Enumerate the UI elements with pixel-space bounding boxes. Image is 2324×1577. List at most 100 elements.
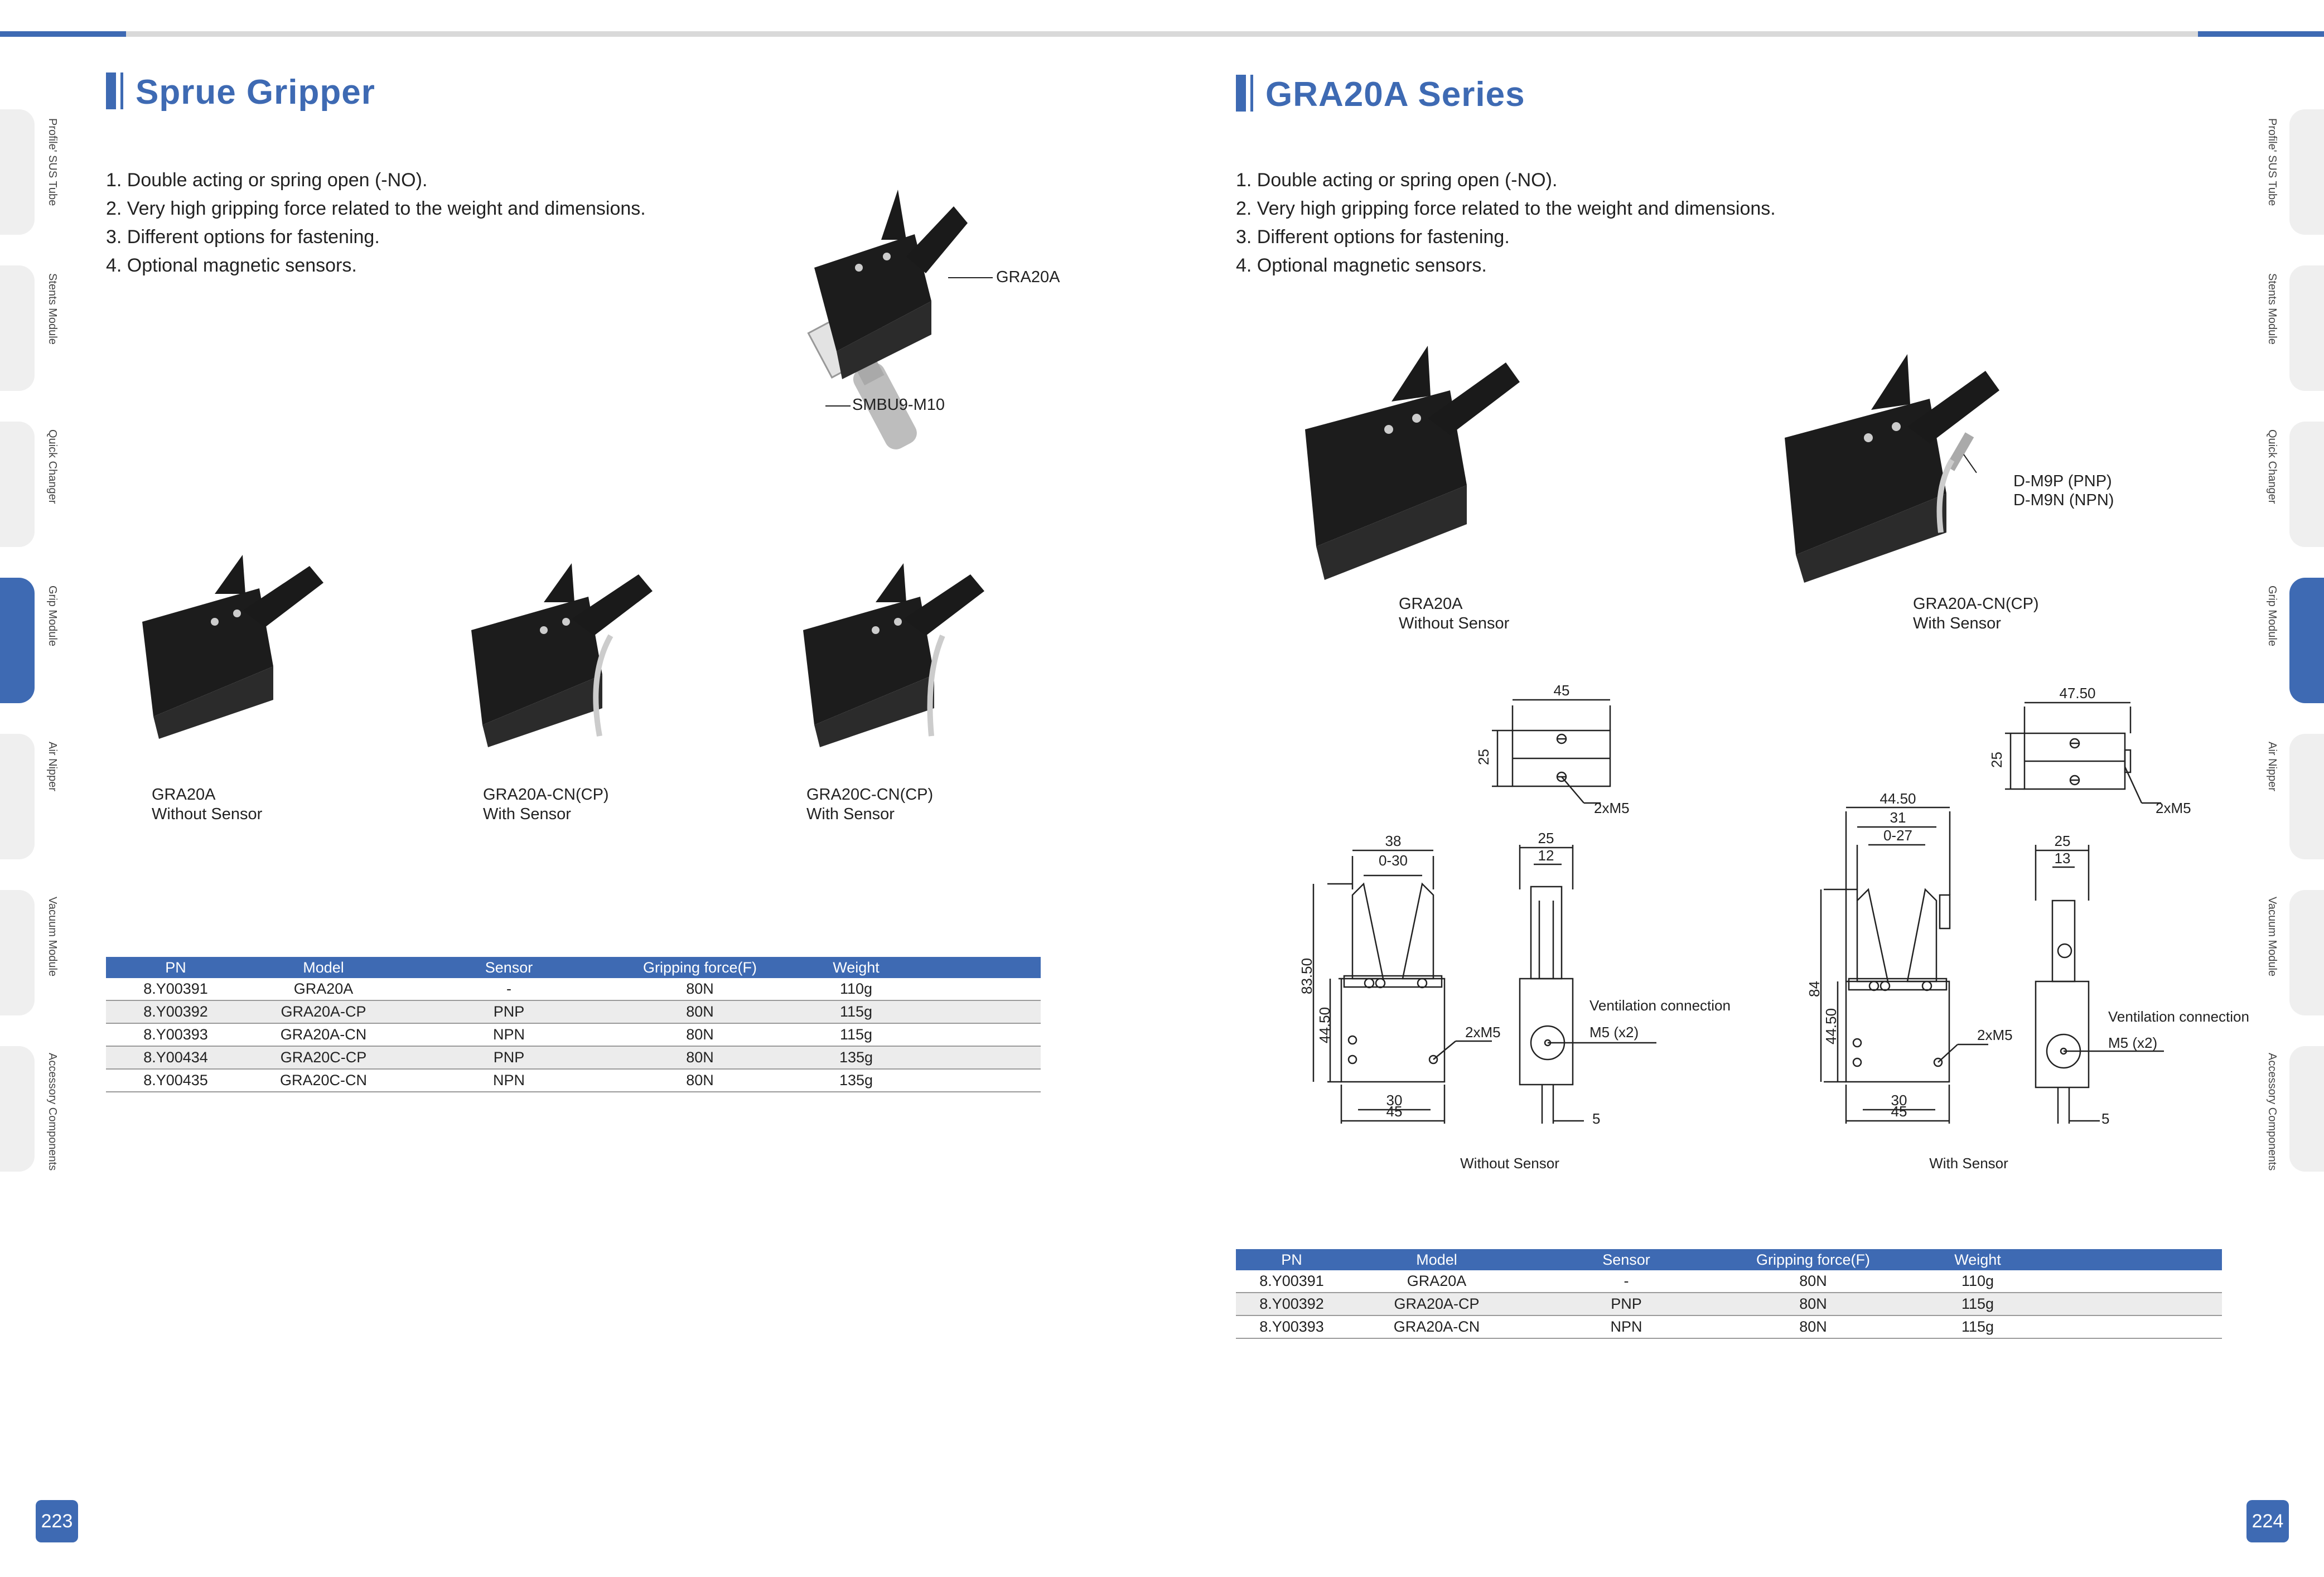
side-tab-label: Profile' SUS Tube — [2266, 118, 2278, 206]
dim-label: 44.50 — [1823, 1008, 1839, 1044]
feature-item: 4. Optional magnetic sensors. — [1236, 255, 1487, 276]
feature-item: 2. Very high gripping force related to t… — [106, 198, 646, 219]
side-tab-1[interactable] — [2289, 109, 2324, 235]
dim-label: M5 (x2) — [1589, 1024, 1639, 1041]
side-tab-label: Vacuum Module — [46, 897, 59, 977]
callout-gripper: GRA20A — [996, 268, 1060, 286]
side-tab-5[interactable] — [2289, 734, 2324, 859]
product-caption: GRA20C-CN(CP)With Sensor — [806, 786, 934, 823]
side-tab-7[interactable] — [2289, 1046, 2324, 1172]
drawing-without-sensor: 45 25 2xM5 38 0-30 83.50 44.50 30 45 2xM… — [1298, 682, 1731, 1172]
side-tab-6[interactable] — [2289, 890, 2324, 1015]
dim-label: 13 — [2055, 850, 2071, 867]
dim-label: 84 — [1806, 981, 1823, 997]
spec-table: PN Model Sensor Gripping force(F) Weight… — [106, 957, 1041, 1092]
hero-product-image — [807, 190, 968, 449]
side-tab-label: Stents Module — [2266, 273, 2278, 345]
top-rule — [0, 31, 2324, 37]
table-header-row: PN Model Sensor Gripping force(F) Weight — [1236, 1249, 2222, 1270]
side-tab-5[interactable] — [0, 734, 35, 859]
dim-label: 25 — [2055, 833, 2071, 849]
dim-label: 30 — [1891, 1092, 1907, 1109]
product-caption: GRA20A-CN(CP)With Sensor — [483, 786, 609, 823]
product-caption: GRA20A-CN(CP)With Sensor — [1913, 595, 2039, 632]
dim-label: 38 — [1385, 833, 1402, 849]
sensor-callout: D-M9P (PNP)D-M9N (NPN) — [2013, 472, 2114, 509]
product-image-gra20a-cn — [1785, 354, 1999, 583]
side-tab-2[interactable] — [0, 265, 35, 391]
side-tab-7[interactable] — [0, 1046, 35, 1172]
dim-label: 45 — [1554, 682, 1570, 699]
callout-holder: SMBU9-M10 — [852, 396, 945, 414]
feature-item: 3. Different options for fastening. — [106, 226, 380, 248]
column-header-spacer — [929, 957, 1041, 978]
dim-label: 2xM5 — [1977, 1027, 2013, 1043]
column-header: Weight — [1900, 1249, 2056, 1270]
dim-label: Ventilation connection — [1589, 997, 1731, 1014]
side-tab-4[interactable] — [0, 578, 35, 703]
feature-list: 1. Double acting or spring open (-NO). 2… — [1236, 166, 1776, 280]
side-tab-2[interactable] — [2289, 265, 2324, 391]
side-tab-label: Grip Module — [2266, 586, 2278, 646]
feature-item: 1. Double acting or spring open (-NO). — [1236, 170, 1558, 191]
feature-item: 1. Double acting or spring open (-NO). — [106, 170, 428, 191]
dim-label: 45 — [1386, 1103, 1403, 1120]
dim-label: 2xM5 — [1594, 800, 1630, 816]
callout-line — [825, 405, 851, 407]
dim-label: 25 — [1538, 830, 1554, 846]
side-tab-6[interactable] — [0, 890, 35, 1015]
spec-table: PN Model Sensor Gripping force(F) Weight… — [1236, 1249, 2222, 1339]
product-image-gra20a-cn — [471, 563, 653, 747]
dim-label: 44.50 — [1316, 1007, 1333, 1043]
dim-label: 45 — [1891, 1103, 1907, 1120]
drawing-with-sensor: 47.50 25 2xM5 44.50 31 0-27 84 44.50 30 … — [1806, 685, 2249, 1172]
side-tab-3[interactable] — [0, 422, 35, 547]
drawing-caption: With Sensor — [1929, 1155, 2008, 1172]
column-header: PN — [1236, 1249, 1347, 1270]
dim-label: 47.50 — [2059, 685, 2095, 702]
dim-label: M5 (x2) — [2108, 1034, 2157, 1051]
dim-label: 2xM5 — [1465, 1024, 1501, 1041]
dim-label: 31 — [1890, 809, 1906, 826]
dim-label: 5 — [2101, 1110, 2109, 1127]
column-header: Sensor — [402, 957, 616, 978]
table-header-row: PN Model Sensor Gripping force(F) Weight — [106, 957, 1041, 978]
product-image-gra20a — [1305, 346, 1520, 580]
page-number: 223 — [36, 1500, 78, 1542]
column-header: Sensor — [1526, 1249, 1727, 1270]
dim-label: Ventilation connection — [2108, 1008, 2249, 1025]
side-tab-label: Quick Changer — [2266, 429, 2278, 504]
side-tab-1[interactable] — [0, 109, 35, 235]
column-header: Model — [1347, 1249, 1526, 1270]
dim-label: 44.50 — [1880, 790, 1916, 807]
column-header: Model — [245, 957, 402, 978]
dim-label: 83.50 — [1298, 958, 1315, 994]
side-tab-3[interactable] — [2289, 422, 2324, 547]
column-header: Gripping force(F) — [1727, 1249, 1900, 1270]
column-header: PN — [106, 957, 245, 978]
product-image-gra20a — [142, 555, 323, 739]
feature-list: 1. Double acting or spring open (-NO). 2… — [106, 166, 646, 280]
drawing-caption: Without Sensor — [1460, 1155, 1559, 1172]
side-tab-4[interactable] — [2289, 578, 2324, 703]
dim-label: 5 — [1592, 1110, 1600, 1127]
dim-label: 25 — [1988, 752, 2005, 768]
feature-item: 3. Different options for fastening. — [1236, 226, 1510, 248]
side-tab-label: Stents Module — [46, 273, 59, 345]
dim-label: 0-27 — [1883, 827, 1912, 844]
feature-item: 4. Optional magnetic sensors. — [106, 255, 357, 276]
dim-label: 12 — [1538, 847, 1554, 864]
dim-label: 0-30 — [1379, 852, 1408, 869]
column-header: Weight — [784, 957, 929, 978]
dim-label: 25 — [1475, 749, 1492, 765]
side-tab-label: Quick Changer — [46, 429, 59, 504]
